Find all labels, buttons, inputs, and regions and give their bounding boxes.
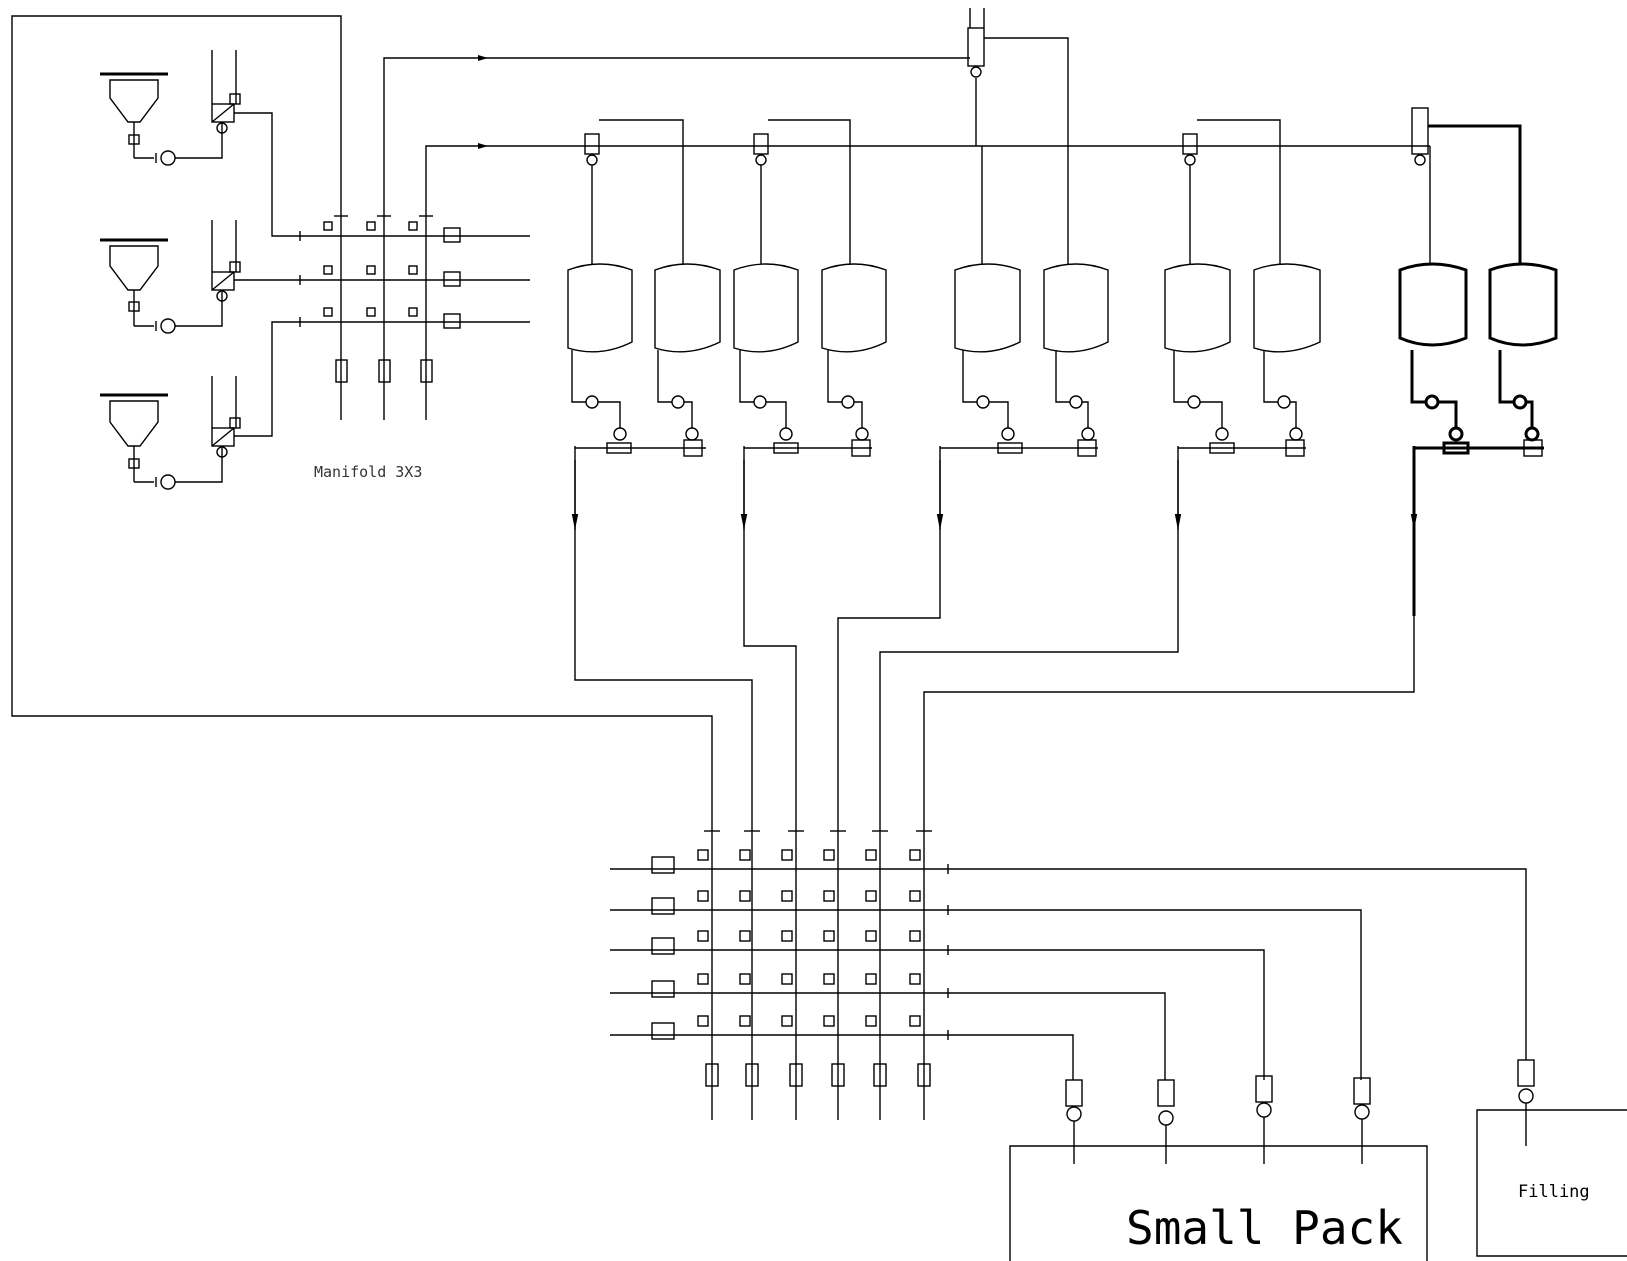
manifold-label: Manifold 3X3 — [314, 463, 422, 481]
top-filter-station — [967, 8, 1069, 146]
lower-manifold — [610, 812, 948, 1120]
hopper-3 — [100, 393, 223, 490]
pump-icon — [155, 474, 176, 490]
distribution-group-4 — [1182, 119, 1281, 264]
hopper-1 — [100, 72, 223, 166]
filling-label: Filling — [1518, 1182, 1590, 1202]
distribution-group-1 — [584, 119, 684, 264]
manifold-3x3 — [299, 215, 530, 420]
small-pack-box — [1009, 1145, 1428, 1261]
collector-lines — [571, 439, 1544, 812]
manifold-valve-icon — [323, 221, 461, 383]
outlet-lines — [947, 864, 1527, 1080]
distribution-group-2 — [753, 119, 851, 264]
return-loop-line — [11, 15, 713, 812]
tank-outlets — [571, 350, 1540, 442]
filter-stack-2 — [211, 220, 300, 302]
distribution-group-5 — [1411, 107, 1522, 264]
manifold-valve-icon — [651, 849, 931, 1087]
distribution-group-3 — [981, 146, 1069, 264]
filter-stack-1 — [211, 50, 300, 237]
header-line-lower — [425, 143, 488, 216]
filter-stack-3 — [211, 321, 300, 458]
header-line-upper — [383, 55, 488, 216]
filling-box — [1476, 1109, 1627, 1257]
small-pack-label: Small Pack — [1126, 1201, 1403, 1255]
filling-heads — [1065, 1059, 1535, 1164]
pump-icon — [155, 318, 176, 334]
pump-icon — [155, 150, 176, 166]
tank-icon — [567, 262, 1558, 353]
hopper-2 — [100, 238, 223, 334]
